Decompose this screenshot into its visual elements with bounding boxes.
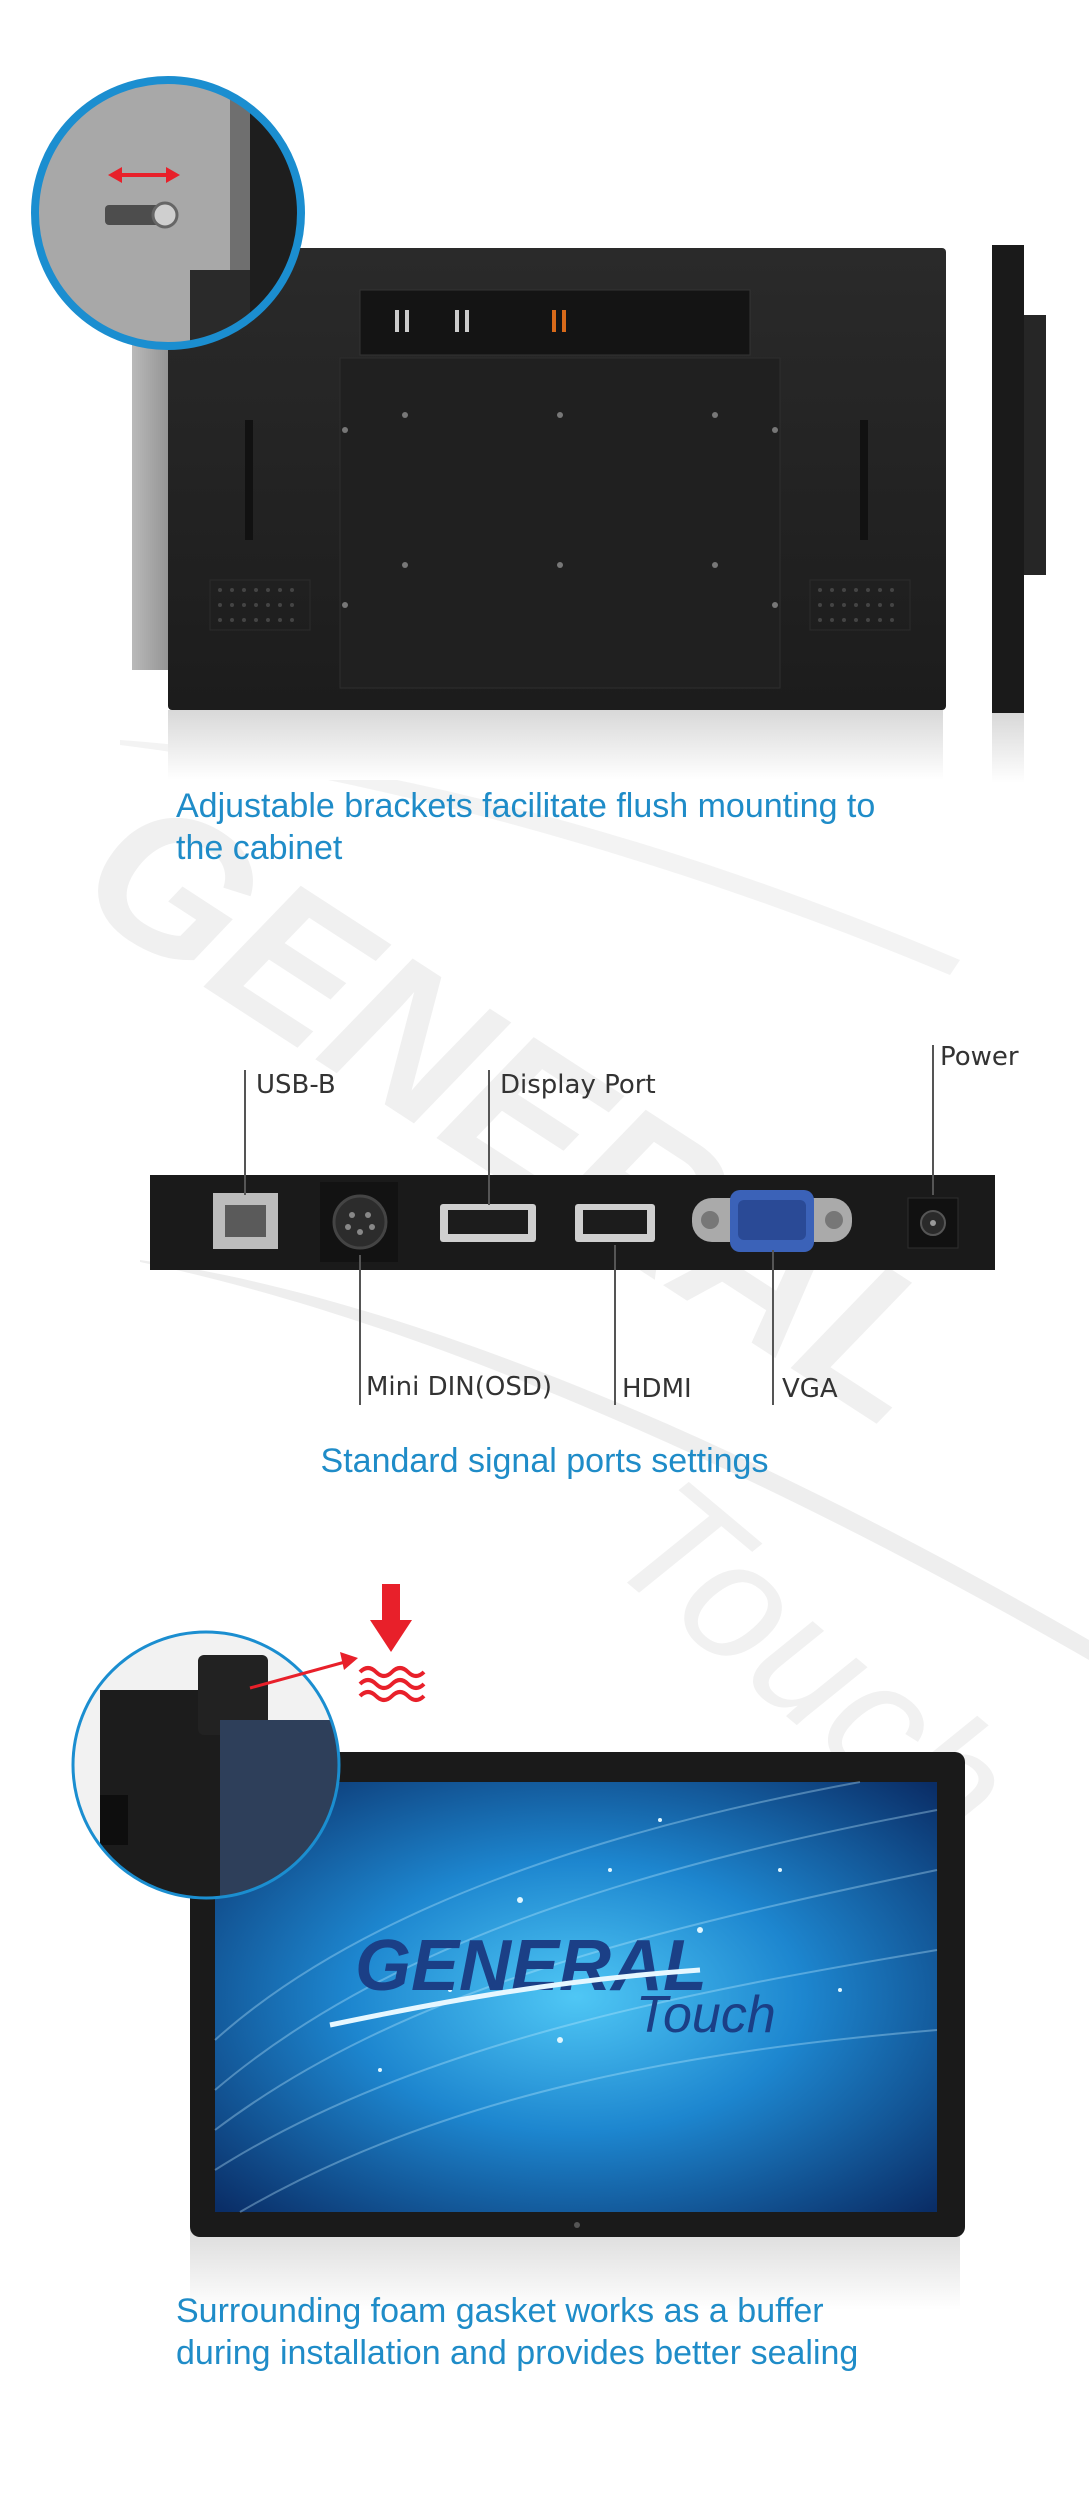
vga-port-icon bbox=[692, 1190, 852, 1252]
mini-din-port-icon bbox=[320, 1182, 398, 1262]
section3-caption-line2: during installation and provides better … bbox=[176, 2334, 859, 2372]
inner-plate bbox=[339, 357, 781, 689]
pressure-arrow-icon bbox=[370, 1584, 412, 1652]
usb-b-port-icon bbox=[213, 1193, 278, 1249]
logo-general-text: GENERAL bbox=[355, 1926, 707, 2006]
vga-leader bbox=[772, 1250, 774, 1405]
ports-panel bbox=[150, 1175, 995, 1270]
display-port-label: Display Port bbox=[500, 1070, 656, 1100]
hdmi-port-icon bbox=[575, 1204, 655, 1242]
power-port-icon bbox=[907, 1197, 959, 1249]
logo-touch-text: Touch bbox=[636, 1986, 776, 2044]
section3-caption-line1: Surrounding foam gasket works as a buffe… bbox=[176, 2292, 824, 2330]
usb-b-label: USB-B bbox=[256, 1070, 336, 1100]
section1-caption-line2: the cabinet bbox=[176, 829, 343, 867]
section1-caption-line1: Adjustable brackets facilitate flush mou… bbox=[176, 787, 876, 825]
power-indicator bbox=[574, 2222, 580, 2228]
monitor-back-photo bbox=[31, 76, 1046, 783]
section3-caption: Surrounding foam gasket works as a buffe… bbox=[176, 2290, 1056, 2374]
monitor-side-profile bbox=[992, 245, 1046, 783]
monitor-screen bbox=[215, 1782, 937, 2212]
power-label: Power bbox=[940, 1042, 1019, 1072]
usb-b-leader bbox=[244, 1070, 246, 1195]
section2-caption: Standard signal ports settings bbox=[320, 1442, 769, 1480]
pointer-arrow-icon bbox=[249, 1652, 358, 1690]
display-port-icon bbox=[440, 1204, 536, 1242]
bracket-zoom-circle bbox=[31, 76, 305, 350]
foam-wave-icon bbox=[358, 1666, 426, 1702]
adjust-arrow-icon bbox=[108, 167, 180, 183]
front-reflection bbox=[190, 2230, 960, 2310]
ports-strip-photo bbox=[150, 1175, 995, 1270]
hdmi-label: HDMI bbox=[622, 1374, 692, 1404]
monitor-front-photo: GENERAL Touch bbox=[71, 1584, 965, 2310]
display-port-leader bbox=[488, 1070, 490, 1205]
floor-reflection bbox=[168, 710, 943, 780]
section1-caption: Adjustable brackets facilitate flush mou… bbox=[176, 785, 1036, 869]
mini-din-leader bbox=[359, 1255, 361, 1405]
logo-swoosh bbox=[329, 1967, 701, 2028]
mini-din-label: Mini DIN(OSD) bbox=[366, 1372, 553, 1402]
screen-sparkles bbox=[378, 1818, 842, 2072]
hdmi-leader bbox=[614, 1245, 616, 1405]
vga-label: VGA bbox=[782, 1374, 838, 1404]
screen-light-streaks bbox=[214, 1781, 938, 2213]
power-leader bbox=[932, 1045, 934, 1195]
